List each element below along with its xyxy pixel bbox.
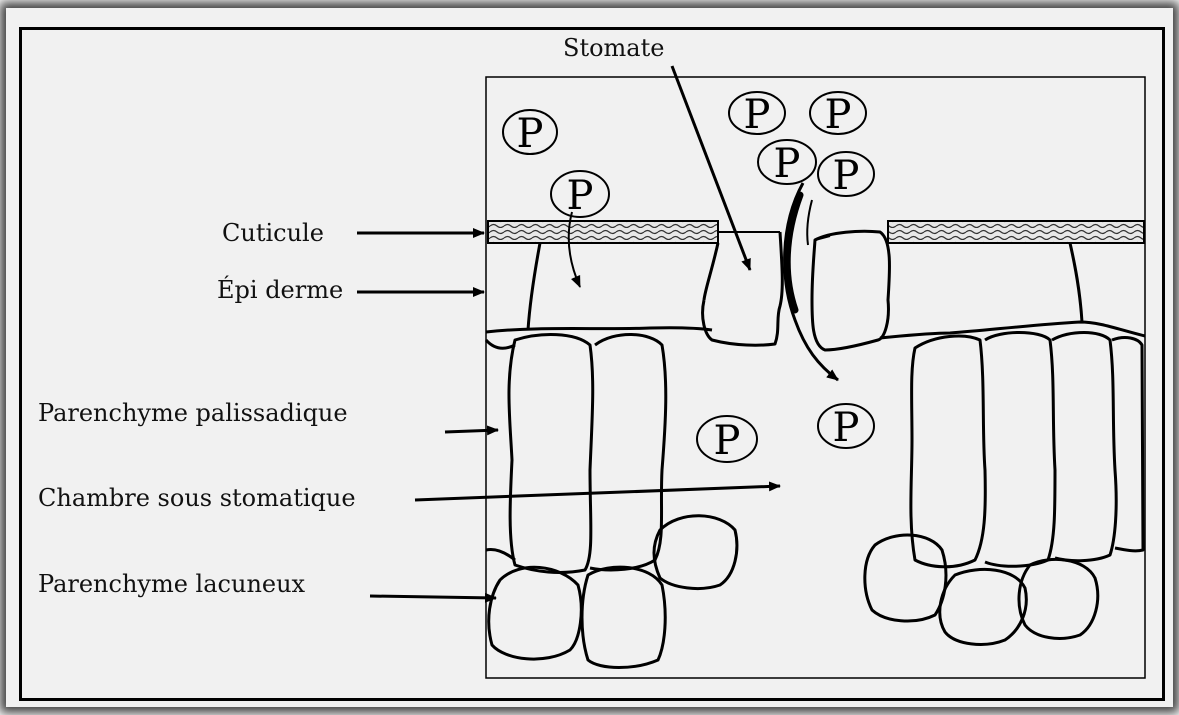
cuticle-band-left <box>488 221 718 243</box>
svg-text:P: P <box>714 418 741 464</box>
svg-text:P: P <box>567 173 594 219</box>
label-lacuneux: Parenchyme lacuneux <box>38 570 306 598</box>
label-stomate: Stomate <box>563 34 664 62</box>
svg-text:P: P <box>825 92 852 138</box>
svg-text:P: P <box>744 92 771 138</box>
label-epiderme: Épi derme <box>217 275 343 304</box>
arrow-lacuneux <box>370 596 496 598</box>
arrow-palissadique <box>445 430 498 432</box>
label-chambre: Chambre sous stomatique <box>38 484 356 512</box>
label-cuticule: Cuticule <box>222 219 324 247</box>
svg-text:P: P <box>833 153 860 199</box>
svg-text:P: P <box>833 405 860 451</box>
svg-text:P: P <box>774 141 801 187</box>
label-palissadique: Parenchyme palissadique <box>38 399 348 427</box>
svg-text:P: P <box>517 111 544 157</box>
cuticle-band-right <box>888 221 1144 243</box>
